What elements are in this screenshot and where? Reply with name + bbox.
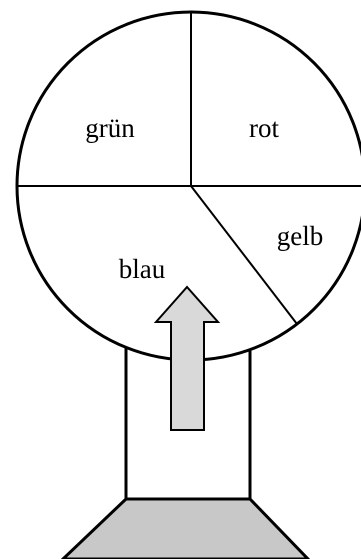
segment-label-gelb: gelb [277,221,324,251]
segment-label-rot: rot [249,113,279,143]
pointer-arrow [153,285,221,431]
stand-base [60,497,311,559]
segment-label-gruen: grün [85,113,135,143]
segment-label-blau: blau [119,254,166,284]
divider-diagonal [190,185,298,325]
